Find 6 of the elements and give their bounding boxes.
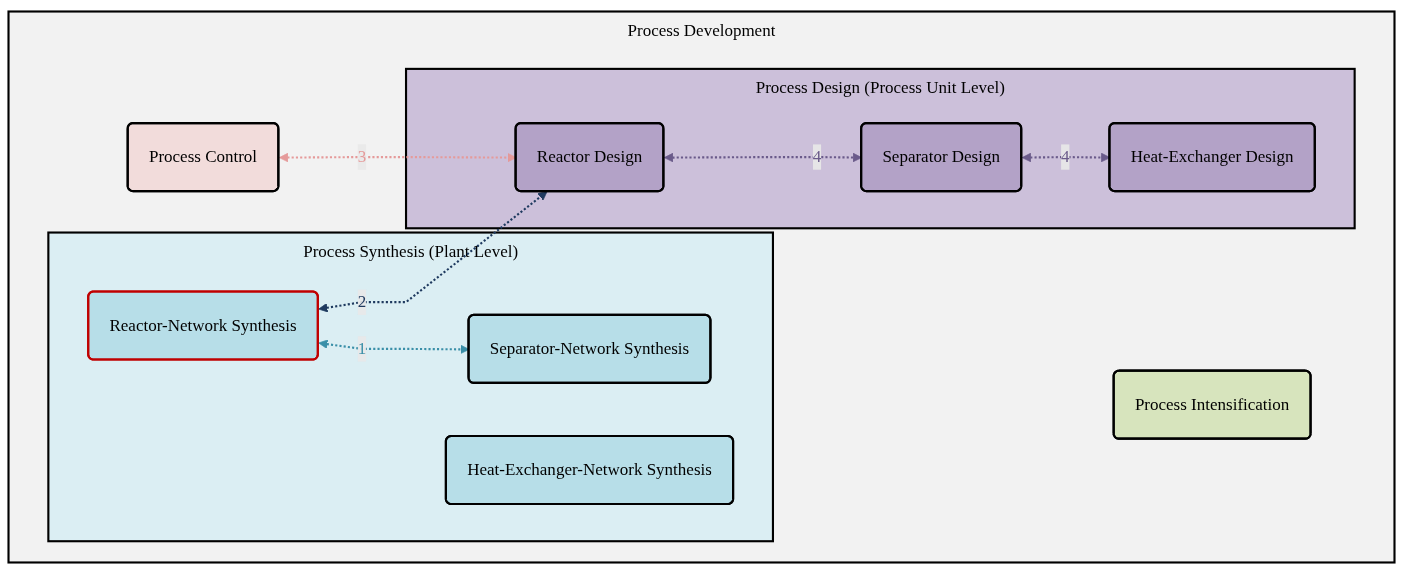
arrow xyxy=(318,191,548,313)
edge-label: 4 xyxy=(812,147,822,166)
edge-label: 3 xyxy=(357,147,367,166)
edge-label: 4 xyxy=(1061,147,1070,166)
edge-label: 1 xyxy=(357,339,367,358)
edge-label: 2 xyxy=(357,292,367,311)
